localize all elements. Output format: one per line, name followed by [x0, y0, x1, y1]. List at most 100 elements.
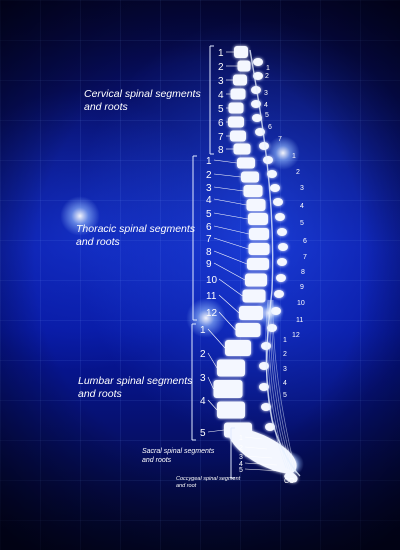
leader-line	[207, 376, 214, 390]
thoracic-root-number: 10	[297, 300, 305, 307]
lumbar-root-number: 1	[283, 337, 287, 344]
thoracic-root-number: 7	[303, 254, 307, 261]
sacral-vertebra-number: 2	[239, 445, 243, 452]
thoracic-vertebra-number: 5	[206, 209, 212, 220]
vertebra-process	[259, 362, 269, 370]
coccygeal-root-number: CO	[284, 478, 295, 485]
vertebra-process	[253, 58, 263, 66]
cervical-root-number: 1	[266, 65, 270, 72]
thoracic-root-number: 2	[296, 169, 300, 176]
thoracic-vertebra-number: 3	[206, 183, 212, 194]
thoracic-vertebra-number: 4	[206, 195, 212, 206]
cervical-label: Cervical spinal segments and roots	[84, 88, 201, 113]
lumbar-label: Lumbar spinal segments and roots	[78, 375, 193, 400]
thoracic-root-number: 3	[300, 185, 304, 192]
thoracic-vertebra-number: 2	[206, 170, 212, 181]
leader-line	[244, 455, 273, 459]
cervical-vertebra-number: 2	[218, 62, 224, 73]
vertebra	[237, 60, 251, 72]
leader-line	[213, 159, 238, 164]
cervical-vertebra-number: 1	[218, 48, 224, 59]
thoracic-vertebra-number: 8	[206, 247, 212, 258]
vertebra	[213, 380, 243, 398]
lumbar-vertebra-number: 5	[200, 428, 206, 439]
lumbar-root-number: 3	[283, 366, 287, 373]
thoracic-label: Thoracic spinal segments and roots	[76, 223, 196, 248]
thoracic-vertebra-number: 6	[206, 222, 212, 233]
thoracic-vertebra-number: 11	[206, 291, 217, 302]
thoracic-root-number: 8	[301, 269, 305, 276]
lumbar-vertebra-number: 4	[200, 396, 206, 407]
cervical-root-number: 4	[264, 102, 268, 109]
vertebra-process	[252, 114, 262, 122]
vertebra	[217, 359, 245, 377]
sacral-vertebra-number: 5	[239, 467, 243, 474]
sacral-label: Sacral spinal segments and roots	[142, 448, 215, 464]
thoracic-vertebra-number: 7	[206, 234, 212, 245]
vertebra-process	[263, 156, 273, 164]
vertebra-process	[271, 307, 281, 315]
sacral-vertebra-number: 1	[239, 435, 243, 442]
thoracic-root-number: 4	[300, 203, 304, 210]
cervical-root-number: 5	[265, 112, 269, 119]
sacral-vertebra-number: 4	[239, 461, 243, 468]
leader-line	[213, 250, 248, 265]
leader-line	[213, 212, 249, 220]
thoracic-vertebra-number: 9	[206, 259, 212, 270]
glow-spot	[60, 196, 100, 236]
coccyx	[284, 470, 298, 483]
leader-line	[213, 186, 244, 192]
vertebra-process	[259, 142, 269, 150]
lumbar-vertebra-number: 1	[200, 325, 206, 336]
vertebra	[248, 243, 270, 255]
vertebra	[249, 228, 269, 240]
leader-line	[218, 278, 243, 297]
cervical-root-number: 2	[265, 73, 269, 80]
vertebra-process	[261, 403, 271, 411]
vertebra	[242, 289, 266, 303]
vertebra-process	[253, 72, 263, 80]
vertebra-process	[278, 243, 288, 251]
glow-spot	[266, 136, 300, 170]
vertebra	[237, 157, 255, 169]
vertebra	[233, 74, 247, 86]
cervical-root-number: 6	[268, 124, 272, 131]
leader-line	[213, 237, 249, 250]
spinal-cord	[249, 49, 301, 477]
lumbar-root-number: 4	[283, 380, 287, 387]
vertebra-process	[277, 228, 287, 236]
vertebra	[230, 130, 246, 142]
cervical-vertebra-number: 8	[218, 145, 224, 156]
cauda-equina-fiber	[265, 299, 287, 469]
vertebra	[245, 273, 267, 287]
thoracic-vertebra-number: 1	[206, 156, 212, 167]
leader-line	[244, 446, 268, 450]
vertebra	[246, 199, 266, 211]
vertebra	[247, 258, 269, 270]
sacrum	[226, 426, 297, 474]
thoracic-root-number: 12	[292, 332, 300, 339]
vertebra	[239, 306, 263, 320]
leader-line	[213, 173, 242, 178]
leader-line	[213, 262, 246, 281]
cervical-vertebra-number: 6	[218, 118, 224, 129]
cervical-vertebra-number: 3	[218, 76, 224, 87]
thoracic-vertebra-number: 12	[206, 308, 218, 319]
leader-line	[218, 294, 240, 314]
lumbar-root-number: 2	[283, 351, 287, 358]
coccygeal-label: Coccygeal spinal segment and root	[176, 476, 241, 489]
vertebra	[225, 340, 251, 356]
cervical-vertebra-number: 7	[218, 132, 224, 143]
leader-line	[207, 399, 218, 411]
cervical-vertebra-number: 5	[218, 104, 224, 115]
cauda-equina-fiber	[267, 299, 289, 470]
lumbar-vertebra-number: 2	[200, 349, 206, 360]
cervical-vertebra-number: 4	[218, 90, 224, 101]
vertebra-process	[267, 170, 277, 178]
lumbar-root-number: 5	[283, 392, 287, 399]
leader-line	[218, 311, 236, 331]
thoracic-root-number: 6	[303, 238, 307, 245]
